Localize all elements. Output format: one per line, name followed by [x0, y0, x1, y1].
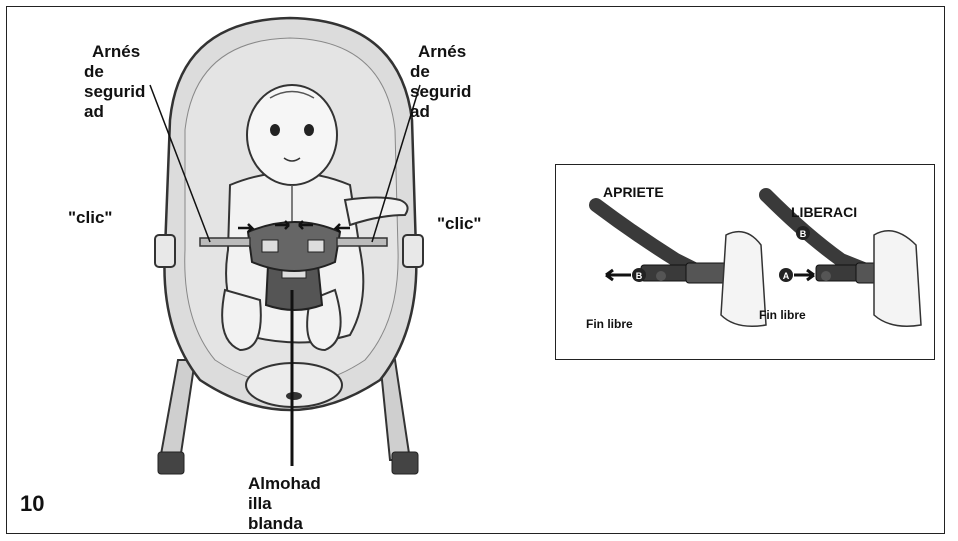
- marker-b-right: B: [800, 229, 807, 239]
- harness-left-line-1: Arnés: [92, 42, 140, 62]
- harness-left-label: Arnés: [92, 42, 140, 62]
- tighten-label: APRIETE: [603, 185, 664, 199]
- harness-right-line-3: segurid: [410, 82, 471, 102]
- page-number: 10: [20, 494, 44, 514]
- soft-pad-line-2: illa: [248, 494, 321, 514]
- release-label: LIBERACI: [791, 205, 857, 219]
- harness-right-line-2: de: [410, 62, 471, 82]
- soft-pad-label: Almohad illa blanda: [248, 474, 321, 534]
- harness-right-line-4: ad: [410, 102, 471, 122]
- strap-adjust-inset: B A B APRIETE LIBERACI Fin libre Fin lib…: [555, 164, 935, 360]
- harness-right-label-rest: de segurid ad: [410, 62, 471, 122]
- harness-left-line-4: ad: [84, 102, 145, 122]
- marker-b-left: B: [636, 271, 643, 281]
- harness-left-line-3: segurid: [84, 82, 145, 102]
- click-left-label: "clic": [68, 208, 112, 228]
- harness-right-label: Arnés: [418, 42, 466, 62]
- soft-pad-line-1: Almohad: [248, 474, 321, 494]
- harness-left-line-2: de: [84, 62, 145, 82]
- soft-pad-line-3: blanda: [248, 514, 321, 534]
- click-right-label: "clic": [437, 214, 481, 234]
- free-end-right-label: Fin libre: [759, 308, 806, 322]
- harness-right-line-1: Arnés: [418, 42, 466, 62]
- free-end-left-label: Fin libre: [586, 317, 633, 331]
- harness-left-label-rest: de segurid ad: [84, 62, 145, 122]
- marker-a-right: A: [783, 271, 790, 281]
